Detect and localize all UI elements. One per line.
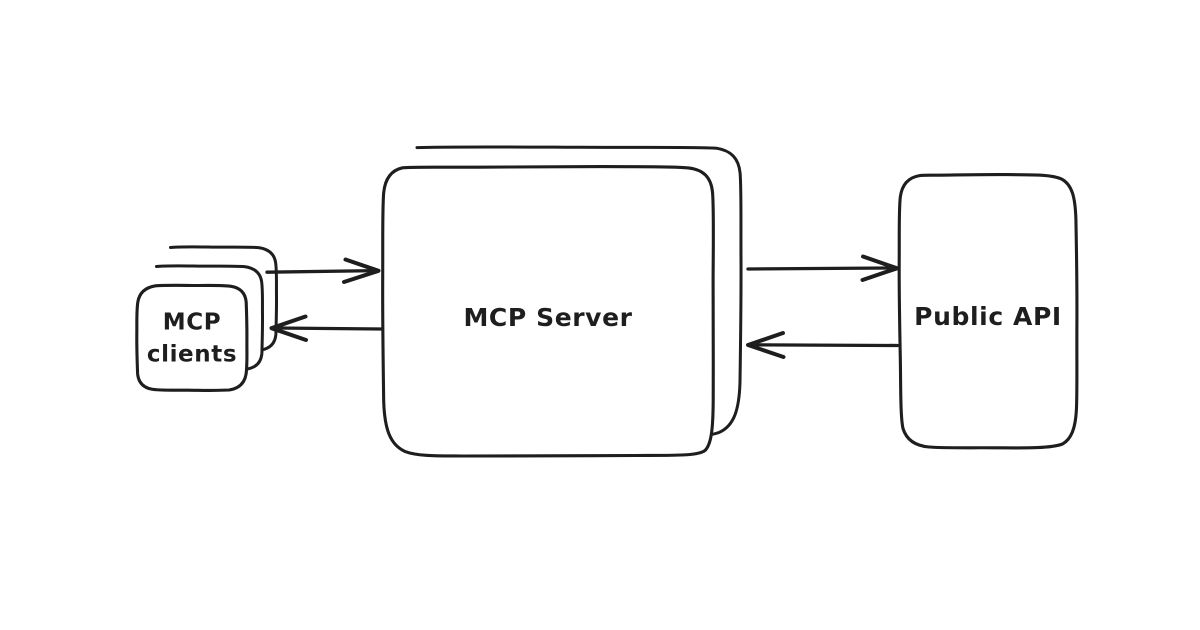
node-mcp-server[interactable]: MCP Server: [381, 145, 743, 458]
edge-server-to-api[interactable]: [746, 254, 899, 282]
mcp-clients-card-front: [135, 283, 249, 392]
node-public-api[interactable]: Public API: [897, 173, 1079, 450]
mcp-clients-label-line-1: MCP: [163, 310, 221, 336]
edge-api-to-server[interactable]: [746, 331, 900, 359]
edge-server-to-clients[interactable]: [269, 314, 383, 342]
mcp-clients-label-line-2: clients: [147, 342, 237, 368]
edge-clients-to-server[interactable]: [265, 257, 381, 284]
edge-server-to-clients-arrowhead: [269, 314, 308, 342]
node-mcp-clients[interactable]: MCP clients: [135, 245, 279, 392]
edge-clients-to-server-line: [265, 268, 378, 274]
public-api-card: [897, 173, 1079, 450]
edge-api-to-server-line: [750, 343, 900, 348]
mcp-server-label: MCP Server: [463, 303, 632, 332]
edge-clients-to-server-arrowhead: [342, 257, 381, 284]
edge-server-to-clients-line: [273, 326, 383, 331]
public-api-label: Public API: [914, 302, 1062, 331]
edge-api-to-server-arrowhead: [746, 331, 786, 359]
edge-server-to-api-line: [746, 266, 896, 271]
mcp-server-card-front: [381, 165, 715, 458]
edge-server-to-api-arrowhead: [860, 254, 899, 282]
